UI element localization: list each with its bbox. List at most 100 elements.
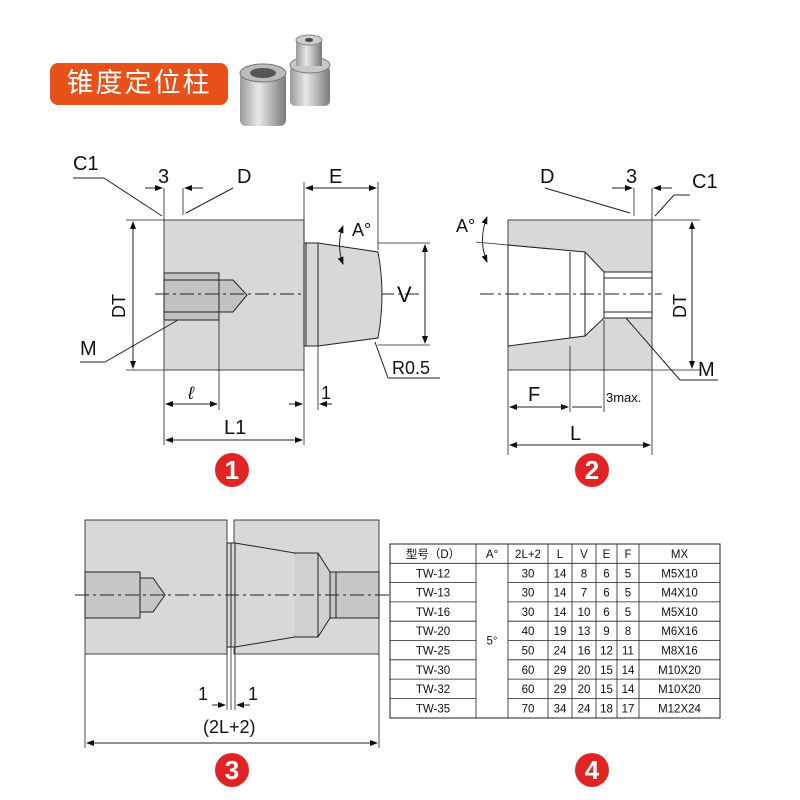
d2-label-a: A° <box>456 216 475 236</box>
d1-label-e: E <box>329 166 342 188</box>
d2-badge: 2 <box>585 455 599 485</box>
table-cell: 9 <box>603 626 609 638</box>
d1-label-l1: L1 <box>224 417 246 439</box>
table-cell: 14 <box>622 665 635 677</box>
d1-label-m: M <box>80 338 97 360</box>
diagram-2: D 3 C1 A° DT M F 3max. L 2 <box>456 166 718 487</box>
table-cell: 15 <box>600 684 613 696</box>
d2-label-dt: DT <box>670 294 690 318</box>
table-cell: 30 <box>522 588 535 600</box>
table-cell: M5X10 <box>661 568 697 580</box>
table-cell: 14 <box>554 588 567 600</box>
table-cell: 60 <box>522 665 535 677</box>
table-header-cell: 型号（D） <box>406 547 460 561</box>
d1-label-d: D <box>237 166 251 188</box>
table-cell: 6 <box>603 588 609 600</box>
table-cell: 30 <box>522 607 535 619</box>
table-cell: 29 <box>554 665 567 677</box>
d1-label-c1: C1 <box>73 153 99 175</box>
table-cell: TW-35 <box>416 703 450 715</box>
table-cell: 50 <box>522 646 535 658</box>
d3-label-1-left: 1 <box>198 684 208 704</box>
table-cell: TW-30 <box>416 665 450 677</box>
table-cell: TW-32 <box>416 684 450 696</box>
table-cell: 24 <box>554 646 567 658</box>
d1-badge: 1 <box>225 455 239 485</box>
d2-label-l: L <box>570 423 581 445</box>
table-cell: M12X24 <box>658 703 701 715</box>
d3-label-dim: (2L+2) <box>203 717 256 737</box>
table-cell: 14 <box>622 684 635 696</box>
d2-label-m: M <box>698 359 715 381</box>
table-cell: 6 <box>603 568 609 580</box>
table-header-cell: F <box>624 549 631 561</box>
table-cell: 40 <box>522 626 535 638</box>
table-cell: TW-25 <box>416 646 450 658</box>
table-header-cell: 2L+2 <box>515 549 541 561</box>
d2-label-3max: 3max. <box>606 390 641 405</box>
table-cell: M4X10 <box>661 588 697 600</box>
product-photo <box>239 34 331 126</box>
table-cell: 24 <box>578 703 591 715</box>
table-angle-cell: 5° <box>487 636 498 648</box>
table-cell: 20 <box>578 665 591 677</box>
table-cell: 11 <box>622 646 634 658</box>
table-header-cell: A° <box>486 549 498 561</box>
d2-label-d: D <box>540 166 554 188</box>
table-cell: 14 <box>554 607 567 619</box>
table-cell: 60 <box>522 684 535 696</box>
title-badge: 锥度定位柱 <box>50 63 228 105</box>
diagram-3: 1 1 (2L+2) 3 <box>75 519 390 787</box>
table-header-cell: MX <box>671 549 689 561</box>
d1-label-a: A° <box>352 220 371 240</box>
table-cell: 20 <box>578 684 591 696</box>
table-cell: 16 <box>578 646 591 658</box>
d4-badge: 4 <box>585 755 600 785</box>
table-cell: TW-16 <box>416 607 450 619</box>
d1-label-dt: DT <box>109 294 129 318</box>
d1-label-3: 3 <box>158 166 169 188</box>
table-cell: 17 <box>622 703 635 715</box>
d3-label-1-right: 1 <box>248 684 258 704</box>
table-cell: TW-13 <box>416 588 450 600</box>
d1-label-ell: ℓ <box>187 383 195 403</box>
d2-label-f: F <box>528 384 540 406</box>
d1-label-1: 1 <box>321 383 331 403</box>
table-header-cell: E <box>603 549 611 561</box>
table-cell: 15 <box>600 665 613 677</box>
table-cell: 14 <box>554 568 567 580</box>
table-cell: M6X16 <box>661 626 697 638</box>
table-cell: 18 <box>600 703 613 715</box>
table-cell: 19 <box>554 626 567 638</box>
table-cell: 5 <box>625 568 631 580</box>
d3-badge: 3 <box>225 755 239 785</box>
table-cell: TW-20 <box>416 626 450 638</box>
table-cell: 70 <box>522 703 535 715</box>
table-cell: 5 <box>625 607 631 619</box>
table-cell: 10 <box>578 607 591 619</box>
d2-label-3: 3 <box>626 166 637 188</box>
table-cell: M8X16 <box>661 646 697 658</box>
table-cell: 6 <box>603 607 609 619</box>
table-cell: M5X10 <box>661 607 697 619</box>
table-cell: 29 <box>554 684 567 696</box>
table-cell: 12 <box>600 646 613 658</box>
table-cell: TW-12 <box>416 568 450 580</box>
table-cell: M10X20 <box>658 684 701 696</box>
table-cell: 34 <box>554 703 567 715</box>
d1-label-r: R0.5 <box>392 358 430 378</box>
table-header-cell: L <box>557 549 564 561</box>
table-header-cell: V <box>580 549 588 561</box>
table-cell: 8 <box>581 568 587 580</box>
d1-label-v: V <box>397 282 412 307</box>
table-cell: 8 <box>625 626 631 638</box>
diagram-1: E 3 D C1 DT V A° M R0.5 <box>73 153 440 487</box>
table-cell: 30 <box>522 568 535 580</box>
d2-label-c1: C1 <box>692 171 718 193</box>
table-cell: 13 <box>578 626 591 638</box>
table-cell: 5 <box>625 588 631 600</box>
table-cell: 7 <box>581 588 587 600</box>
table-cell: M10X20 <box>658 665 701 677</box>
